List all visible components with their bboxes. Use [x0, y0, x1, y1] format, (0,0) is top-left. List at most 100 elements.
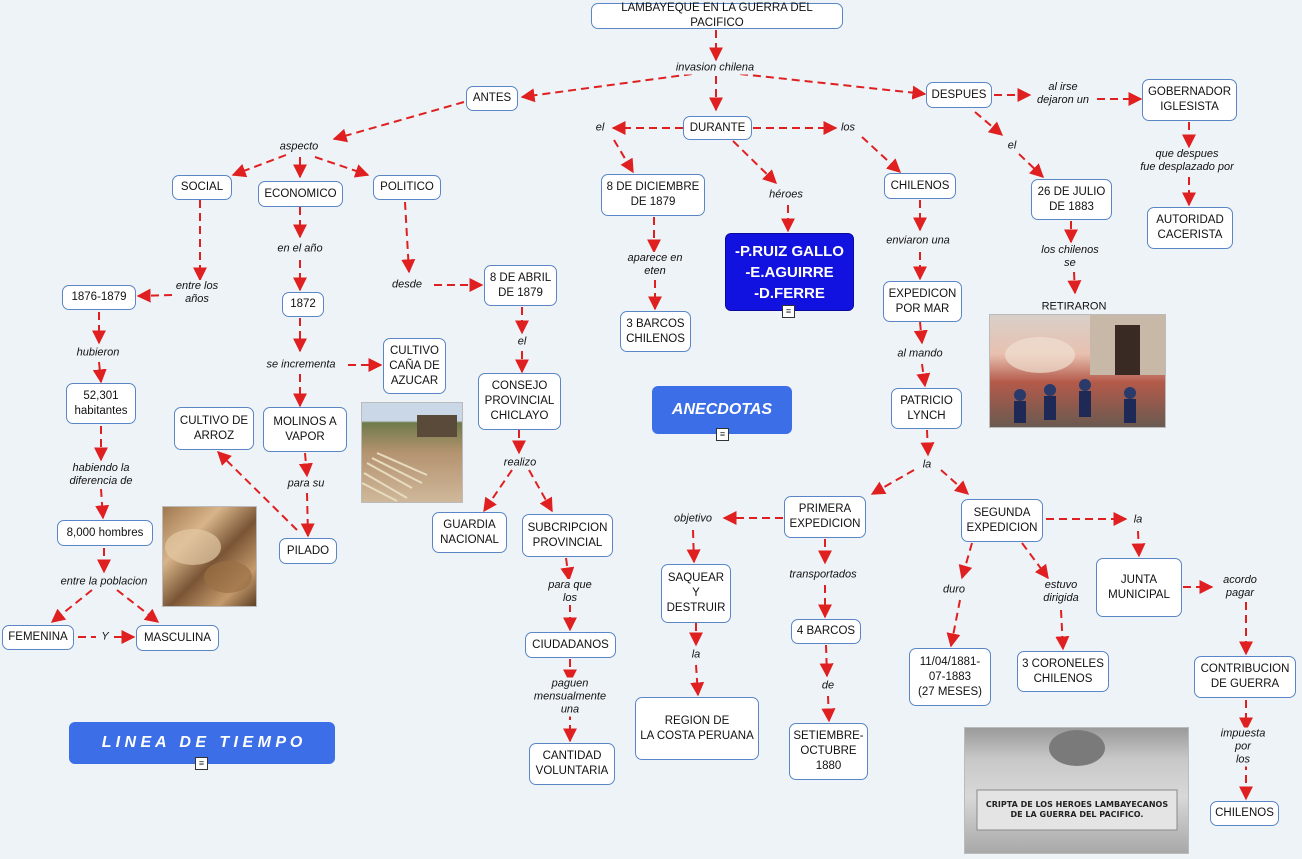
guardia-node[interactable]: GUARDIA NACIONAL — [432, 512, 507, 553]
connector-arrow — [300, 492, 315, 538]
durante-node[interactable]: DURANTE — [683, 116, 752, 140]
connector-arrow — [819, 644, 834, 678]
label-invasion: invasion chilena — [673, 61, 757, 75]
label-la: la — [920, 458, 934, 472]
label-estuvo: estuvo dirigida — [1041, 579, 1081, 605]
label-la-junta: la — [1131, 513, 1145, 527]
anecdotas-banner[interactable]: ANECDOTAS — [652, 386, 792, 434]
label-chilenos-se: los chilenos se — [1039, 244, 1101, 270]
habitantes-node[interactable]: 52,301 habitantes — [66, 383, 136, 424]
ciudadanos-node[interactable]: CIUDADANOS — [525, 632, 616, 658]
arroz-node[interactable]: CULTIVO DE ARROZ — [174, 407, 254, 450]
year-1872-node[interactable]: 1872 — [282, 292, 324, 317]
connector-arrow — [314, 156, 370, 178]
label-aparece: aparece en eten — [625, 252, 685, 278]
saquear-node[interactable]: SAQUEAR Y DESTRUIR — [661, 564, 731, 623]
primera-node[interactable]: PRIMERA EXPEDICION — [784, 496, 866, 538]
connector-arrow — [520, 73, 693, 103]
abril-1879-node[interactable]: 8 DE ABRIL DE 1879 — [484, 265, 557, 306]
crypt-plaque-image: CRIPTA DE LOS HEROES LAMBAYECANOS DE LA … — [964, 727, 1189, 854]
connector-arrow — [732, 140, 778, 184]
setiembre-node[interactable]: SETIEMBRE- OCTUBRE 1880 — [789, 723, 868, 780]
label-la-region: la — [689, 648, 703, 662]
connector-arrow — [920, 429, 935, 457]
expedicon-node[interactable]: EXPEDICON POR MAR — [883, 281, 962, 322]
connector-arrow — [974, 111, 1004, 136]
anecdotas-note-icon[interactable]: ≡ — [716, 428, 729, 441]
diciembre-node[interactable]: 8 DE DICIEMBRE DE 1879 — [601, 174, 705, 216]
tres-barcos-node[interactable]: 3 BARCOS CHILENOS — [620, 311, 691, 352]
connector-arrow — [332, 101, 465, 143]
connector-arrow — [50, 589, 93, 623]
connector-arrow — [958, 542, 973, 580]
label-y: Y — [99, 630, 111, 644]
chilenos-node[interactable]: CHILENOS — [884, 173, 956, 199]
segunda-node[interactable]: SEGUNDA EXPEDICION — [961, 499, 1043, 542]
femenina-node[interactable]: FEMENINA — [2, 625, 74, 650]
label-el-dic: el — [593, 121, 607, 135]
despues-node[interactable]: DESPUES — [926, 82, 992, 108]
junta-node[interactable]: JUNTA MUNICIPAL — [1096, 558, 1182, 617]
connector-arrow — [92, 361, 107, 384]
region-node[interactable]: REGION DE LA COSTA PERUANA — [635, 697, 759, 760]
cantidad-node[interactable]: CANTIDAD VOLUNTARIA — [529, 743, 615, 785]
period-1876-node[interactable]: 1876-1879 — [62, 285, 136, 310]
label-duro: duro — [940, 583, 968, 597]
connector-arrow — [946, 599, 961, 648]
fecha-1881-node[interactable]: 11/04/1881- 07-1883 (27 MESES) — [909, 648, 991, 706]
connector-arrow — [870, 469, 915, 495]
connector-arrow — [1055, 609, 1070, 651]
politico-node[interactable]: POLITICO — [373, 175, 441, 200]
cuatro-barcos-node[interactable]: 4 BARCOS — [791, 619, 861, 644]
connector-arrow — [483, 469, 513, 513]
connector-arrow — [1018, 153, 1045, 178]
label-paguen: paguen mensualmente una — [531, 677, 609, 717]
label-desde: desde — [390, 278, 424, 292]
gobernador-node[interactable]: GOBERNADOR IGLESISTA — [1142, 79, 1237, 121]
connector-arrow — [528, 469, 553, 513]
label-el-consejo: el — [515, 335, 529, 349]
economico-node[interactable]: ECONOMICO — [258, 181, 343, 207]
contribucion-node[interactable]: CONTRIBUCION DE GUERRA — [1194, 656, 1296, 698]
label-al-irse: al irse dejaron un — [1035, 81, 1091, 107]
label-acordo: acordo pagar — [1221, 574, 1259, 600]
label-enviaron: enviaron una — [884, 234, 952, 248]
lynch-node[interactable]: PATRICIO LYNCH — [891, 388, 962, 429]
social-node[interactable]: SOCIAL — [172, 175, 232, 200]
connector-arrow — [560, 557, 575, 582]
heroes-banner[interactable]: -P.RUIZ GALLO -E.AGUIRRE -D.FERRE — [725, 233, 854, 311]
connector-arrow — [861, 136, 902, 173]
connector-arrow — [1131, 530, 1146, 558]
pilado-node[interactable]: PILADO — [279, 538, 337, 564]
connector-arrow — [298, 452, 313, 478]
linea-note-icon[interactable]: ≡ — [195, 757, 208, 770]
heroes-note-icon[interactable]: ≡ — [782, 305, 795, 318]
battle-painting-image — [989, 314, 1166, 428]
connector-arrow — [401, 201, 416, 274]
chilenos-final-node[interactable]: CHILENOS — [1210, 801, 1279, 826]
autoridad-node[interactable]: AUTORIDAD CACERISTA — [1147, 207, 1233, 249]
label-habiendo: habiendo la diferencia de — [67, 462, 135, 488]
consejo-node[interactable]: CONSEJO PROVINCIAL CHICLAYO — [478, 373, 561, 430]
root-node[interactable]: LAMBAYEQUE EN LA GUERRA DEL PACIFICO — [591, 2, 843, 29]
connector-arrow — [95, 488, 110, 520]
masculina-node[interactable]: MASCULINA — [136, 625, 219, 651]
connector-arrow — [821, 695, 836, 723]
connector-arrow — [686, 529, 701, 564]
coroneles-node[interactable]: 3 CORONELES CHILENOS — [1017, 651, 1109, 692]
sugar-grains-image — [162, 506, 257, 607]
label-realizo: realizo — [501, 456, 539, 470]
label-el-julio: el — [1005, 139, 1019, 153]
cana-azucar-node[interactable]: CULTIVO CAÑA DE AZUCAR — [383, 338, 446, 394]
hombres-node[interactable]: 8,000 hombres — [57, 520, 153, 546]
julio-1883-node[interactable]: 26 DE JULIO DE 1883 — [1031, 179, 1112, 220]
antes-node[interactable]: ANTES — [466, 86, 518, 111]
connector-arrow — [940, 469, 970, 495]
sugar-cane-image — [361, 402, 463, 503]
label-se-incrementa: se incrementa — [264, 358, 338, 372]
subcripcion-node[interactable]: SUBCRIPCION PROVINCIAL — [522, 514, 613, 557]
label-heroes: héroes — [767, 188, 805, 202]
connector-arrow — [217, 451, 298, 531]
molinos-node[interactable]: MOLINOS A VAPOR — [263, 407, 347, 452]
label-objetivo: objetivo — [672, 512, 714, 526]
